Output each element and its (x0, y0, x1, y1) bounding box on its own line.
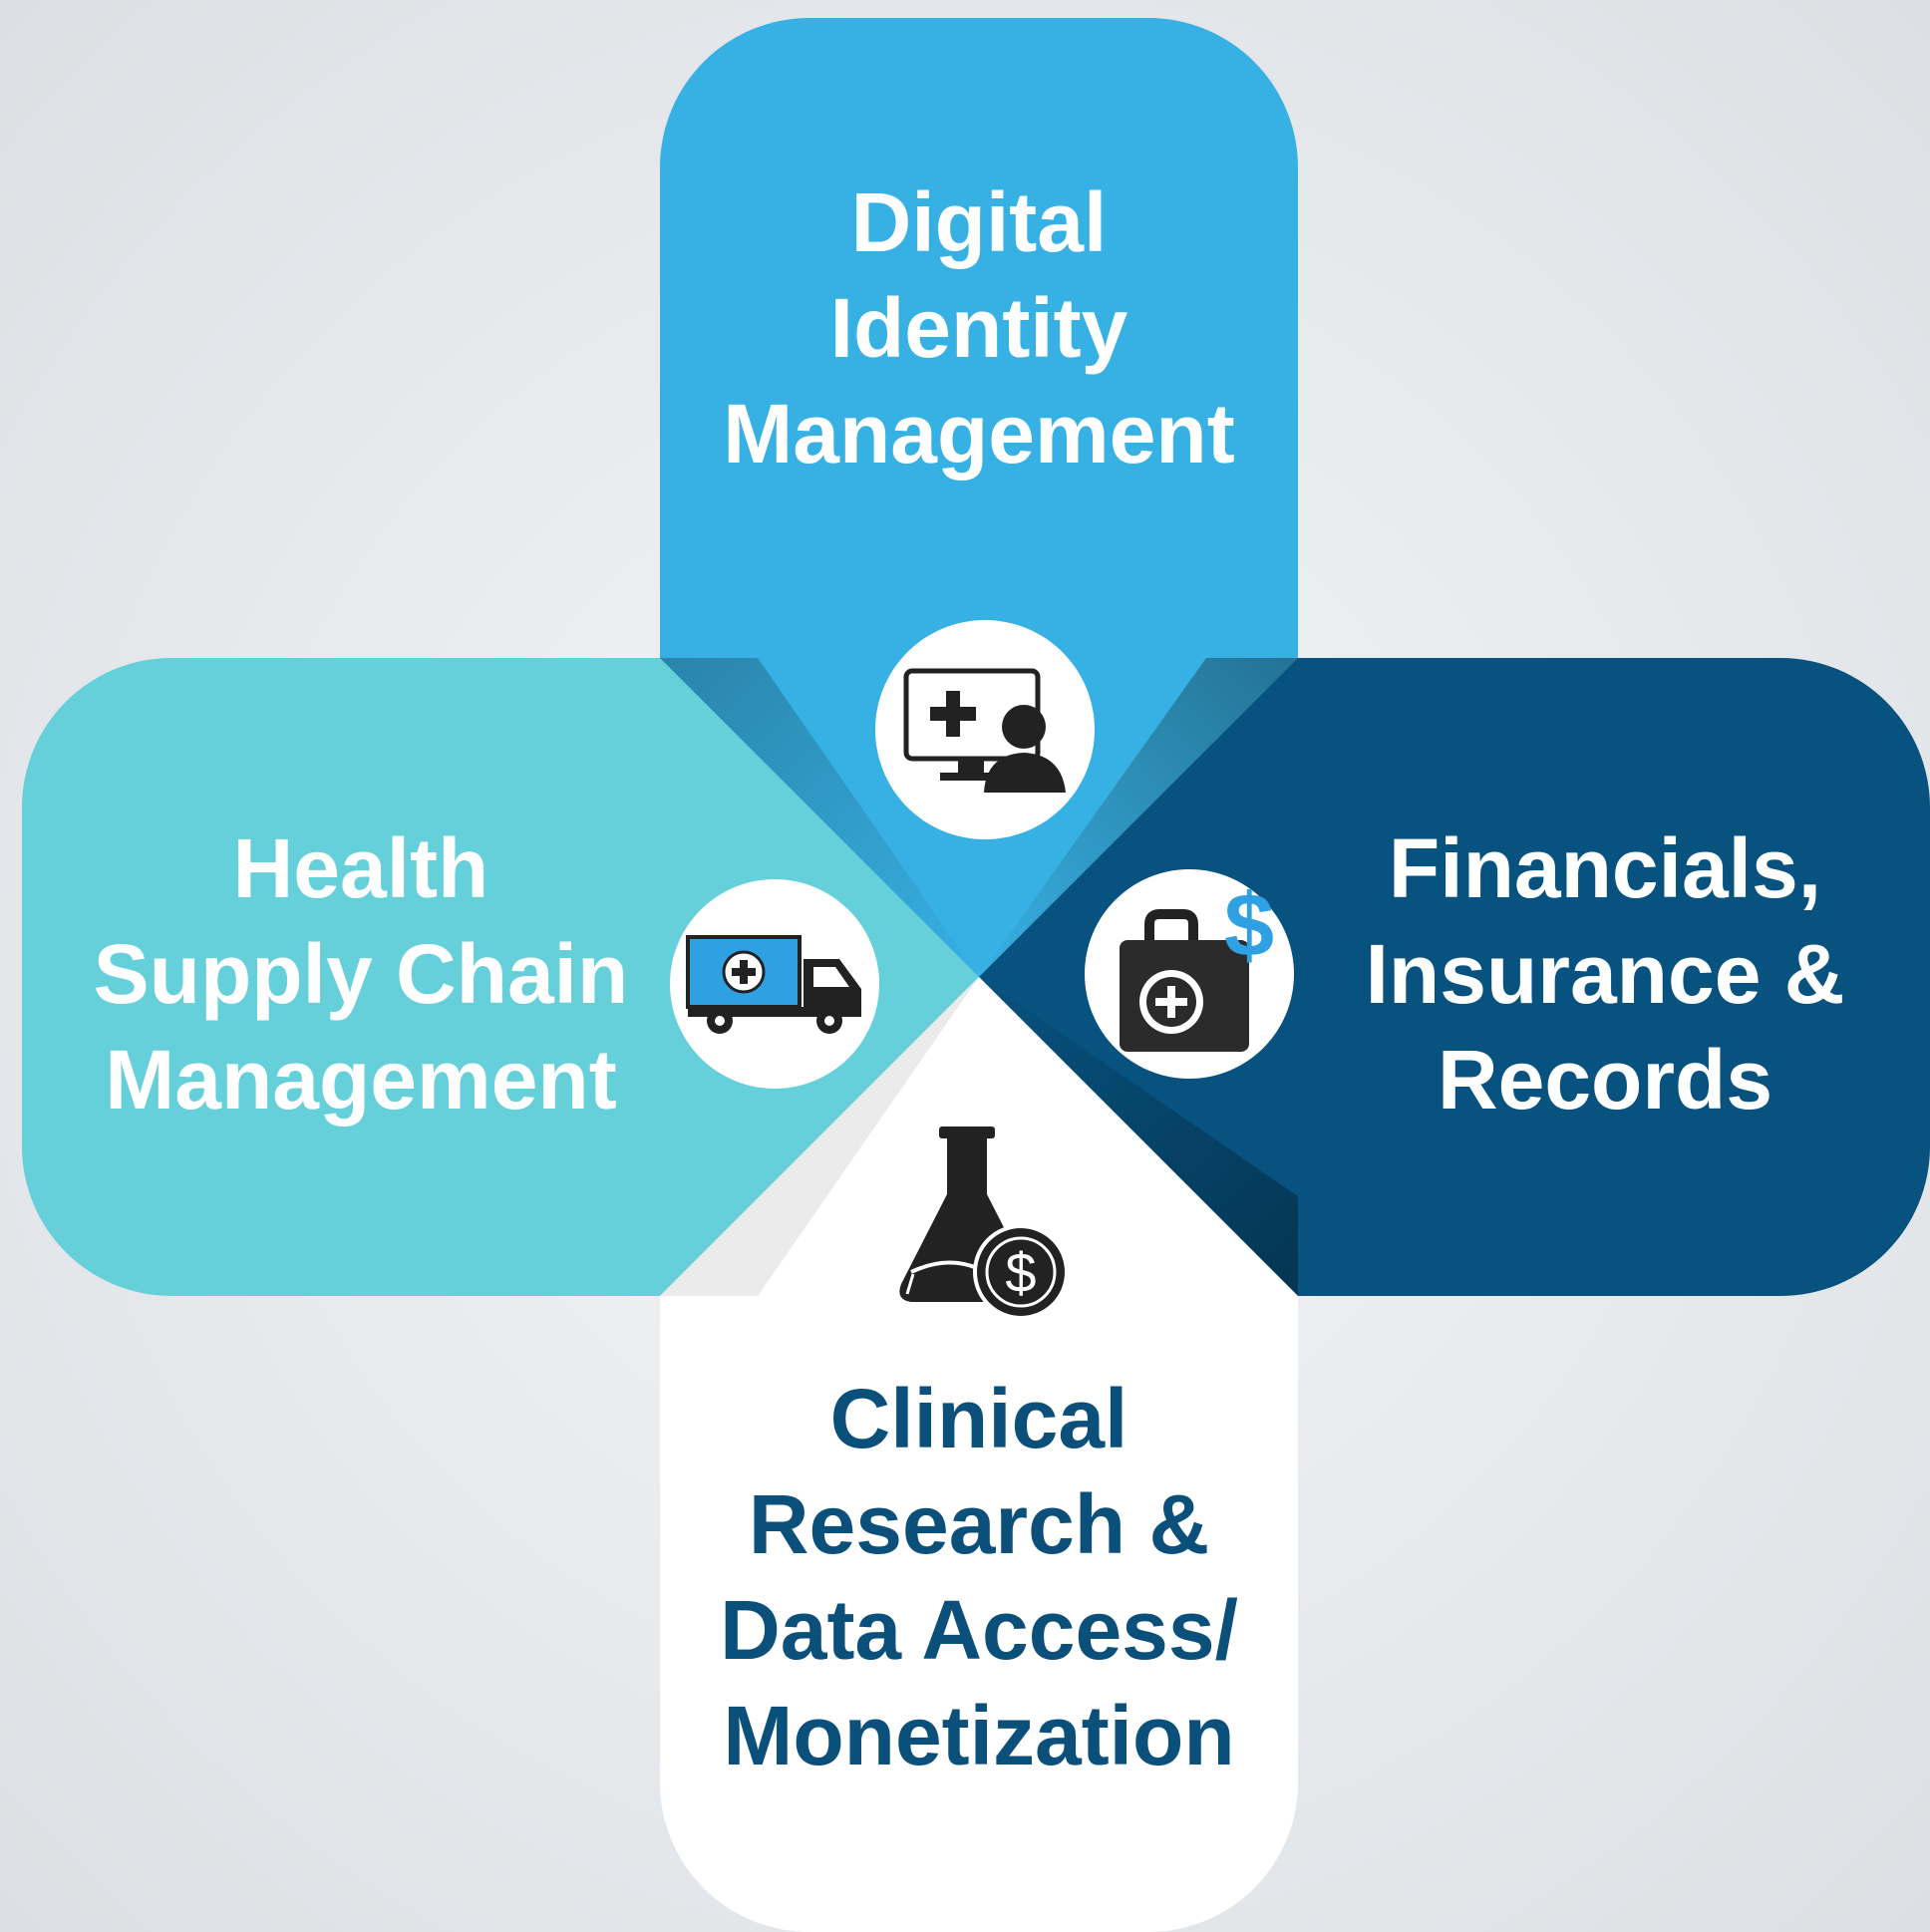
label-line: Research & (748, 1477, 1210, 1571)
label-line: Health (232, 821, 489, 915)
label-line: Data Access/ (720, 1583, 1238, 1677)
label-line: Identity (829, 281, 1128, 375)
clinical-research-label: Clinical Research & Data Access/ Monetiz… (660, 1366, 1298, 1788)
flask-icon-wrap: $ (893, 1125, 1073, 1324)
dollar-symbol: $ (1224, 884, 1274, 976)
financials-label: Financials, Insurance & Records (1306, 815, 1904, 1132)
flask-dollar-icon: $ (899, 1127, 1069, 1320)
label-line: Management (723, 387, 1235, 481)
label-line: Management (105, 1033, 617, 1127)
monitor-medical-person-icon (903, 668, 1066, 793)
medical-truck-icon (686, 935, 861, 1034)
label-line: Financials, (1388, 821, 1822, 915)
medical-bag-dollar-icon: $ (1120, 884, 1274, 1052)
digital-identity-label: Digital Identity Management (660, 169, 1298, 486)
icon-circle-top (875, 620, 1095, 839)
label-line: Supply Chain (93, 927, 629, 1021)
icon-circle-left (670, 879, 879, 1089)
icon-circle-right: $ (1085, 869, 1294, 1079)
label-line: Digital (850, 175, 1108, 269)
label-line: Records (1437, 1033, 1773, 1127)
dollar-symbol: $ (1005, 1241, 1036, 1304)
label-line: Clinical (829, 1372, 1128, 1465)
label-line: Insurance & (1365, 927, 1845, 1021)
health-supply-chain-label: Health Supply Chain Management (22, 815, 700, 1132)
label-line: Monetization (723, 1689, 1235, 1782)
